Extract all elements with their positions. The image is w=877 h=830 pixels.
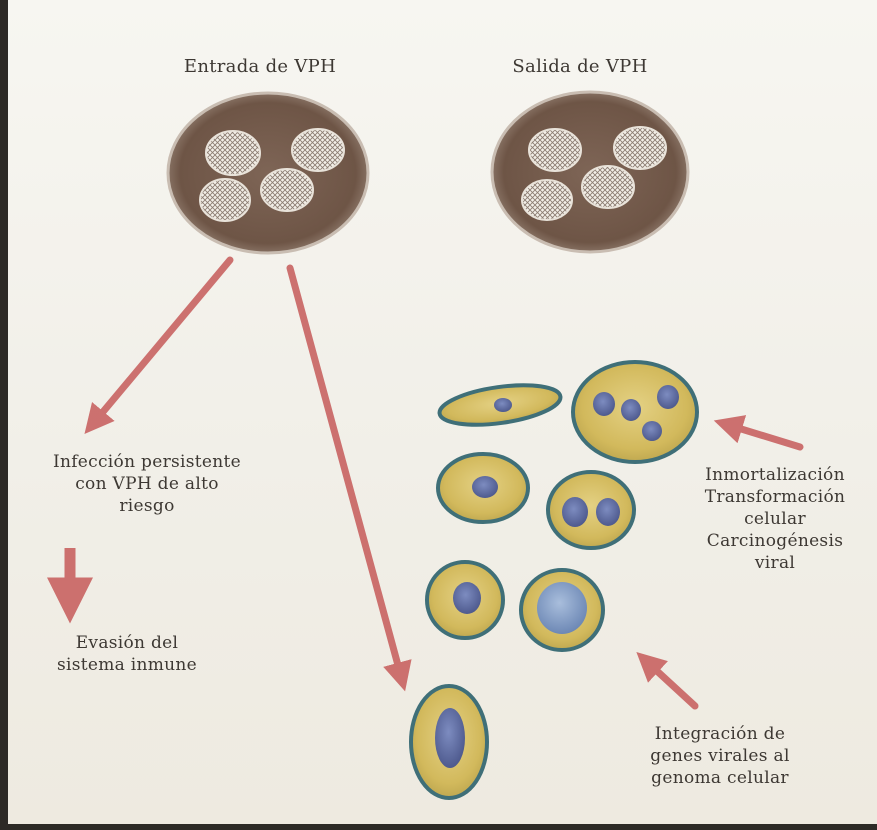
entry-title: Entrada de VPH bbox=[160, 56, 360, 78]
virion bbox=[522, 180, 572, 220]
nucleus bbox=[593, 392, 615, 416]
virion bbox=[614, 127, 666, 169]
cell-oval-bottom bbox=[411, 686, 487, 798]
virion bbox=[261, 169, 313, 211]
transformation-line: Transformación bbox=[680, 486, 870, 508]
evasion-line: sistema inmune bbox=[22, 654, 232, 676]
nucleus bbox=[621, 399, 641, 421]
nucleus bbox=[494, 398, 512, 412]
infection-line: con VPH de alto bbox=[22, 473, 272, 495]
arrow-to-integration bbox=[645, 660, 695, 706]
virus-entry-disc bbox=[168, 93, 368, 253]
arrow-to-cell bbox=[290, 268, 402, 680]
infection-line: riesgo bbox=[22, 495, 272, 517]
cell-elongated bbox=[437, 379, 563, 432]
integration-line: genes virales al bbox=[620, 745, 820, 767]
transformation-line: celular bbox=[680, 508, 870, 530]
transformation-line: viral bbox=[680, 552, 870, 574]
arrow-to-infection bbox=[92, 260, 230, 425]
cell-binucleated bbox=[548, 472, 634, 548]
integration-line: genoma celular bbox=[620, 767, 820, 789]
nucleus bbox=[596, 498, 620, 526]
evasion-label: Evasión del sistema inmune bbox=[22, 632, 232, 676]
exit-title: Salida de VPH bbox=[480, 56, 680, 78]
nucleus bbox=[562, 497, 588, 527]
nucleus bbox=[657, 385, 679, 409]
transformation-line: Inmortalización bbox=[680, 464, 870, 486]
cell-round-2 bbox=[427, 562, 503, 638]
virion bbox=[206, 131, 260, 175]
nucleus bbox=[642, 421, 662, 441]
virion bbox=[200, 179, 250, 221]
infection-label: Infección persistente con VPH de alto ri… bbox=[22, 451, 272, 517]
cell-multinucleated bbox=[573, 362, 697, 462]
nucleus bbox=[537, 582, 587, 634]
transformation-line: Carcinogénesis bbox=[680, 530, 870, 552]
integration-line: Integración de bbox=[620, 723, 820, 745]
nucleus bbox=[453, 582, 481, 614]
arrow-to-transform bbox=[725, 424, 800, 447]
integration-label: Integración de genes virales al genoma c… bbox=[620, 723, 820, 789]
cell-large-nucleus bbox=[521, 570, 603, 650]
evasion-line: Evasión del bbox=[22, 632, 232, 654]
virion bbox=[529, 129, 581, 171]
infection-line: Infección persistente bbox=[22, 451, 272, 473]
virus-exit-disc bbox=[492, 92, 688, 252]
transformation-label: Inmortalización Transformación celular C… bbox=[680, 464, 870, 574]
virion bbox=[582, 166, 634, 208]
cell-round-1 bbox=[438, 454, 528, 522]
virion bbox=[292, 129, 344, 171]
nucleus bbox=[435, 708, 465, 768]
nucleus bbox=[472, 476, 498, 498]
